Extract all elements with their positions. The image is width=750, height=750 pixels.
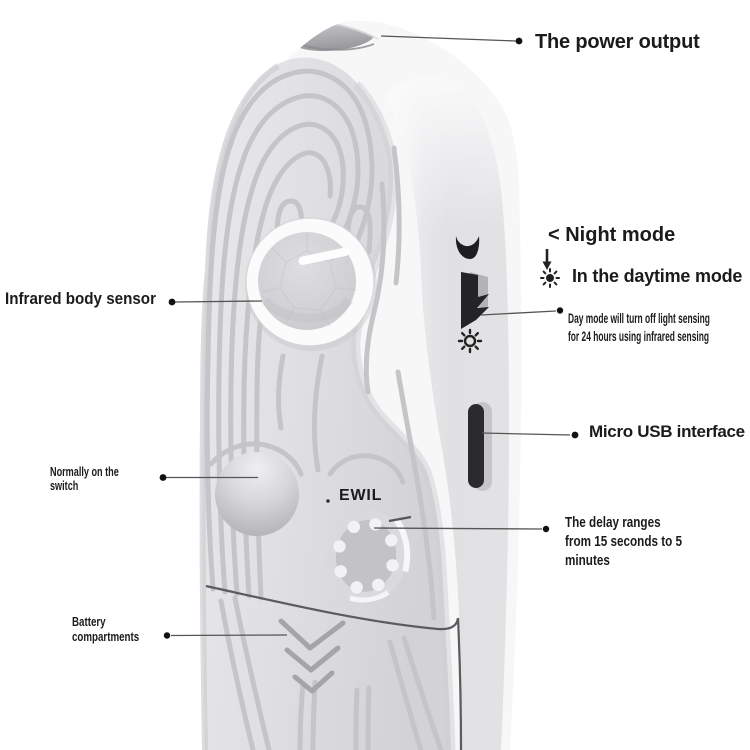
sun-icon: [457, 328, 483, 354]
annotation-dots: [159, 37, 579, 639]
daytime-sun-icon: [540, 268, 560, 288]
normally-on-line2: switch: [50, 478, 79, 493]
micro-usb-label: Micro USB interface: [589, 422, 745, 441]
speaker-grille: [326, 510, 411, 603]
grille-holes: [333, 518, 399, 594]
daytime-mode-label: In the daytime mode: [572, 266, 743, 286]
day-note-line: [480, 310, 557, 316]
day-mode-note-line1: Day mode will turn off light sensing: [568, 310, 710, 326]
infrared-sensor: [245, 217, 377, 351]
normally-on-switch-knob: [215, 452, 299, 536]
ewil-dot: [326, 499, 330, 503]
day-mode-note-line2: for 24 hours using infrared sensing: [568, 328, 709, 344]
contour-grooves: [204, 68, 444, 750]
night-mode-label: < Night mode: [548, 224, 676, 246]
device-body: [199, 20, 522, 750]
battery-line2: compartments: [72, 628, 140, 644]
battery-chevrons: [278, 618, 346, 694]
power-output-label: The power output: [535, 31, 700, 53]
infrared-line: [174, 300, 263, 303]
delay-note: The delay ranges from 15 seconds to 5 mi…: [565, 513, 682, 570]
top-cap-sheen: [385, 76, 509, 456]
normally-on-note: Normally on the switch: [50, 465, 119, 493]
day-mode-note: Day mode will turn off light sensing for…: [568, 309, 710, 345]
delay-line: [373, 527, 543, 530]
down-arrow-icon: [542, 249, 552, 270]
delay-dash: [388, 515, 412, 523]
battery-line1: Battery: [72, 614, 106, 629]
lens-bottom-shade: [261, 296, 353, 323]
delay-line1: The delay ranges: [565, 514, 661, 531]
brand-label: EWIL: [339, 487, 383, 504]
face-edge-shade: [351, 80, 456, 750]
usb-line: [481, 432, 571, 436]
left-edge-shade: [199, 63, 280, 750]
mode-switch-icon: [461, 272, 489, 329]
delay-line3: minutes: [565, 552, 610, 569]
lens-highlight: [298, 247, 350, 266]
lens-facets: [261, 233, 357, 327]
power-output-line: [380, 35, 517, 42]
normally-on-line1: Normally on the: [50, 464, 119, 479]
delay-line2: from 15 seconds to 5: [565, 533, 683, 550]
annotation-lines: [166, 35, 571, 637]
moon-icon: [455, 236, 480, 259]
battery-compartment: [205, 584, 463, 750]
battery-note: Battery compartments: [72, 614, 140, 644]
battery-line: [170, 634, 288, 637]
infrared-sensor-label: Infrared body sensor: [5, 290, 156, 308]
micro-usb-port: [468, 402, 492, 491]
battery-door-seam: [205, 584, 463, 750]
